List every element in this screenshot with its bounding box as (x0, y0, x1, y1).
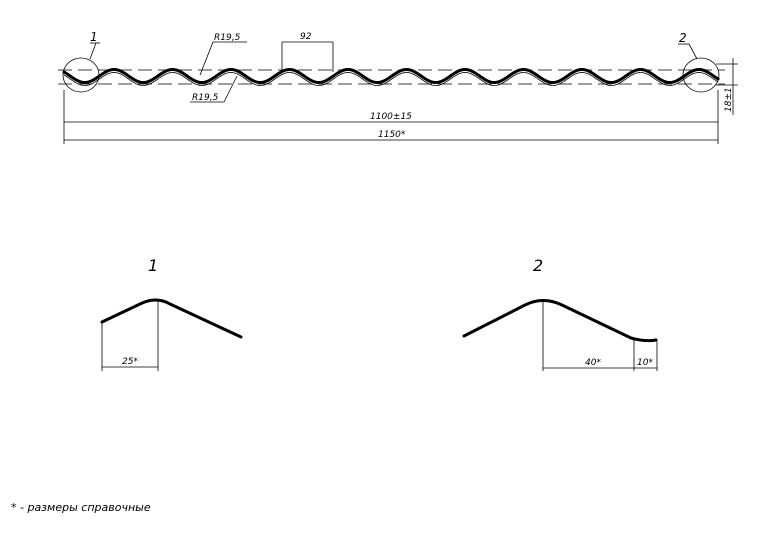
callout-1-circle (62, 57, 100, 93)
height-text: 18±1 (724, 87, 734, 112)
detail-1-dim-text: 25* (122, 357, 138, 367)
profile-wave-outer (62, 68, 720, 84)
pitch-dimension: 92 (281, 32, 334, 72)
width-total-text: 1150* (378, 130, 406, 140)
detail-2-dim-text-1: 40* (585, 358, 601, 368)
radius-top-annotation: R19,5 (199, 33, 247, 76)
profile-wave-inner (63, 72, 719, 86)
detail-2-label: 2 (533, 256, 543, 275)
width-total-dimension: 1150* (64, 130, 718, 141)
callout-2-label: 2 (679, 31, 687, 45)
width-useful-text: 1100±15 (370, 112, 412, 122)
radius-bottom-leader (223, 75, 238, 103)
callout-2-circle (682, 57, 720, 93)
callout-1: 1 (62, 30, 100, 93)
width-useful-dimension: 1100±15 (63, 90, 719, 144)
callout-1-label: 1 (90, 30, 98, 44)
radius-top-leader (199, 41, 214, 76)
corrugated-profile (58, 68, 725, 86)
detail-1-profile (100, 298, 243, 339)
callout-2-leader (688, 43, 698, 60)
callout-2: 2 (678, 31, 720, 93)
radius-bottom-text: R19,5 (192, 93, 219, 103)
detail-2-profile (462, 299, 658, 343)
detail-1: 1 25* (100, 256, 243, 371)
radius-bottom-annotation: R19,5 (190, 75, 238, 103)
radius-top-text: R19,5 (214, 33, 241, 43)
pitch-text: 92 (300, 32, 312, 42)
callout-1-leader (89, 42, 97, 60)
footnote: * - размеры справочные (11, 501, 151, 514)
detail-2: 2 40* 10* (462, 256, 658, 371)
detail-1-label: 1 (148, 256, 158, 275)
height-dimension: 18±1 (716, 58, 738, 115)
detail-2-dim-text-2: 10* (637, 358, 653, 368)
